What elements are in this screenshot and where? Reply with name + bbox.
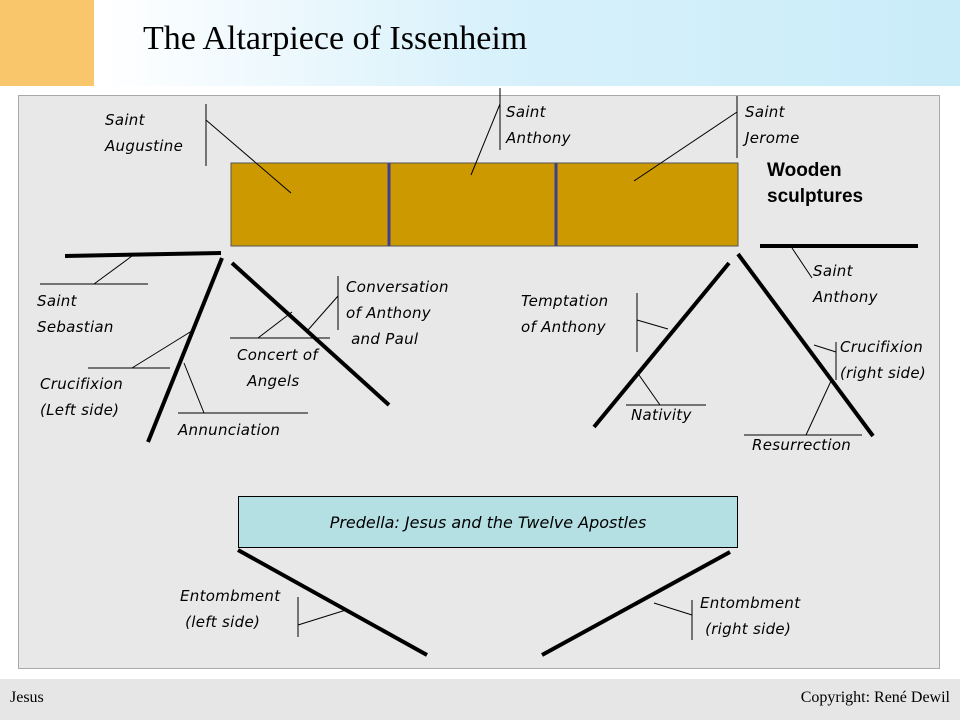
label-annunciation: Annunciation: [178, 421, 281, 439]
panel-saint-sebastian: [64, 251, 222, 258]
label-saint-anthony-right: Saint Anthony: [813, 262, 878, 306]
label-predella: Predella: Jesus and the Twelve Apostles: [329, 512, 647, 532]
page-title: The Altarpiece of Issenheim: [143, 20, 528, 57]
panel-crucifixion-left: [146, 257, 224, 443]
label-resurrection: Resurrection: [752, 436, 852, 454]
label-saint-augustine: Saint Augustine: [105, 111, 184, 155]
callout-conversation: [307, 276, 339, 331]
predella-box: Predella: Jesus and the Twelve Apostles: [238, 496, 738, 548]
header-accent-orange: [0, 0, 94, 86]
header-accent-band: [103, 0, 960, 86]
label-conversation: Conversation of Anthony and Paul: [346, 278, 449, 348]
panel-temptation: [592, 261, 731, 429]
label-wooden-sculptures: Wooden sculptures: [767, 160, 864, 207]
callout-saint-anthony-top: [470, 88, 501, 176]
footer-bar: [0, 679, 960, 720]
callout-saint-anthony-right: [791, 247, 813, 279]
label-nativity: Nativity: [631, 406, 692, 424]
wooden-sculptures-box: [230, 162, 739, 247]
label-concert-angels: Concert of Angels: [237, 346, 318, 390]
callout-saint-jerome: [633, 96, 738, 182]
callout-resurrection: [744, 380, 862, 436]
label-saint-anthony-top: Saint Anthony: [506, 103, 571, 147]
callout-saint-sebastian: [40, 255, 148, 285]
panel-concert-angels: [230, 261, 391, 407]
label-saint-jerome: Saint Jerome: [745, 103, 800, 147]
callout-saint-augustine: [205, 104, 292, 194]
panel-entombment-left: [237, 548, 428, 657]
label-entombment-left: Entombment (left side): [180, 587, 281, 631]
callout-temptation: [636, 293, 669, 352]
panel-crucifixion-right: [736, 252, 875, 438]
callout-entombment-right: [653, 600, 693, 640]
label-crucifixion-right: Crucifixion (right side): [840, 338, 927, 382]
label-saint-sebastian: Saint Sebastian: [37, 292, 114, 336]
callout-crucifixion-left: [88, 328, 196, 369]
callout-annunciation: [178, 362, 308, 414]
panel-entombment-right: [541, 550, 731, 657]
callout-concert: [230, 311, 330, 339]
footer-copyright: Copyright: René Dewil: [800, 689, 950, 706]
callout-crucifixion-right: [813, 342, 837, 380]
label-entombment-right: Entombment (right side): [700, 594, 801, 638]
callout-nativity: [626, 374, 706, 406]
label-temptation: Temptation of Anthony: [521, 292, 609, 336]
callout-entombment-left: [297, 597, 347, 637]
footer-left-text: Jesus: [10, 689, 44, 706]
label-crucifixion-left: Crucifixion (Left side): [40, 375, 124, 419]
